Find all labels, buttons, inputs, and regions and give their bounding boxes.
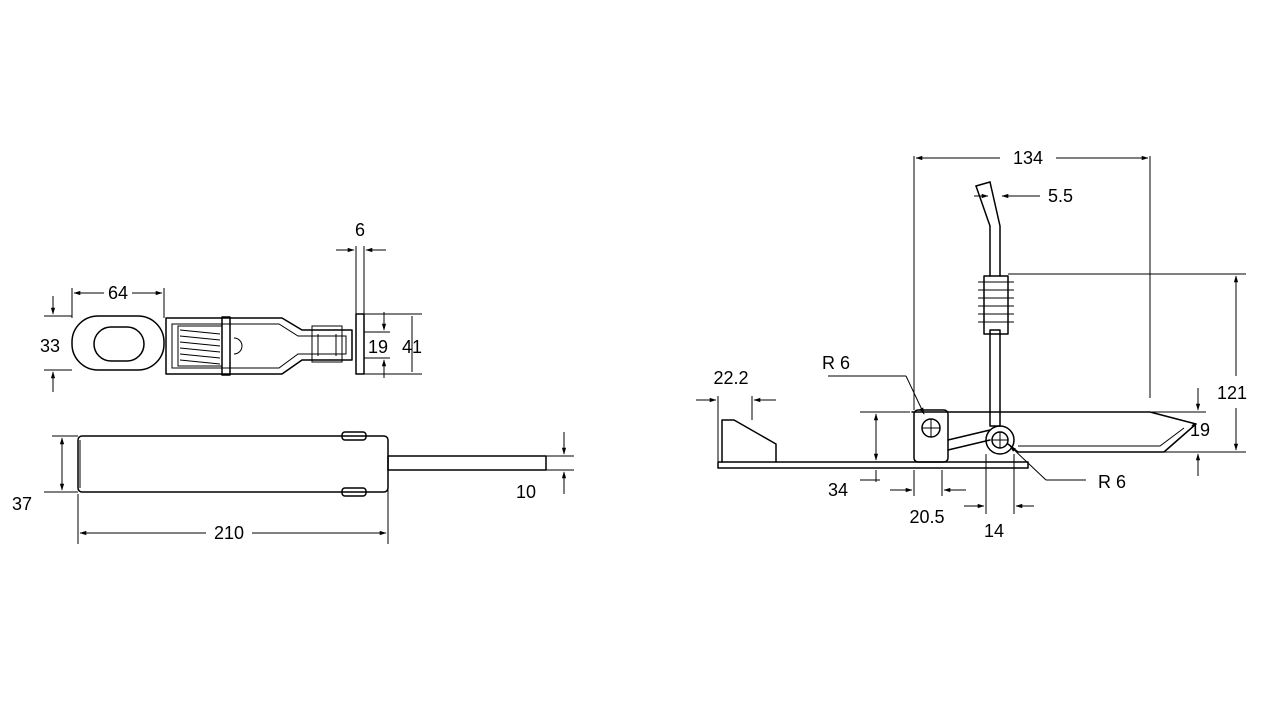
dim-overall-width: 134	[1013, 148, 1043, 168]
rod-side	[387, 455, 547, 471]
dim-pivot-offset: 20.5	[909, 507, 944, 527]
spring-cap	[233, 337, 243, 355]
hinge-top	[341, 431, 367, 441]
top-view: 64 33 6 19 41	[40, 220, 422, 392]
dim-lever-pivot-width: 14	[984, 521, 1004, 541]
lever-handle	[911, 411, 1197, 453]
hinge-bottom	[341, 487, 367, 497]
latch-body-inner	[171, 323, 347, 369]
elevation-view: 134 5.5 121 19 22.2 R 6 R 6	[696, 148, 1247, 541]
dim-overall-length: 210	[214, 523, 244, 543]
dim-inner-height: 19	[368, 337, 388, 357]
dim-plate-thickness: 6	[355, 220, 365, 240]
dim-lower-radius: R 6	[1098, 472, 1126, 492]
dim-hook-width: 22.2	[713, 368, 748, 388]
catch-hook	[721, 419, 777, 463]
vertical-rod	[989, 329, 1001, 427]
spring-side	[978, 275, 1014, 335]
spring-stop	[221, 316, 231, 376]
spring-coils	[177, 325, 223, 367]
base-plate	[717, 461, 1029, 469]
dim-eye-height: 33	[40, 336, 60, 356]
end-plate	[355, 313, 365, 375]
pivot-block	[913, 409, 949, 463]
dim-lever-rod-width: 5.5	[1048, 186, 1073, 206]
dim-overall-height-right: 121	[1217, 383, 1247, 403]
dim-upper-radius: R 6	[822, 353, 850, 373]
dim-eye-length: 64	[108, 283, 128, 303]
dim-body-height: 37	[12, 494, 32, 514]
side-view: 37 10 210	[12, 431, 574, 544]
dim-lever-height: 19	[1190, 420, 1210, 440]
latch-body-side	[77, 435, 389, 493]
latch-body-top	[165, 317, 353, 375]
dim-overall-height: 41	[402, 337, 422, 357]
eye-loop-slot	[93, 326, 145, 362]
bent-rod	[975, 181, 1001, 277]
dim-rod-thickness: 10	[516, 482, 536, 502]
clevis	[311, 325, 343, 363]
dim-base-height: 34	[828, 480, 848, 500]
eye-loop-outer	[71, 315, 165, 371]
link-arm	[947, 429, 991, 451]
